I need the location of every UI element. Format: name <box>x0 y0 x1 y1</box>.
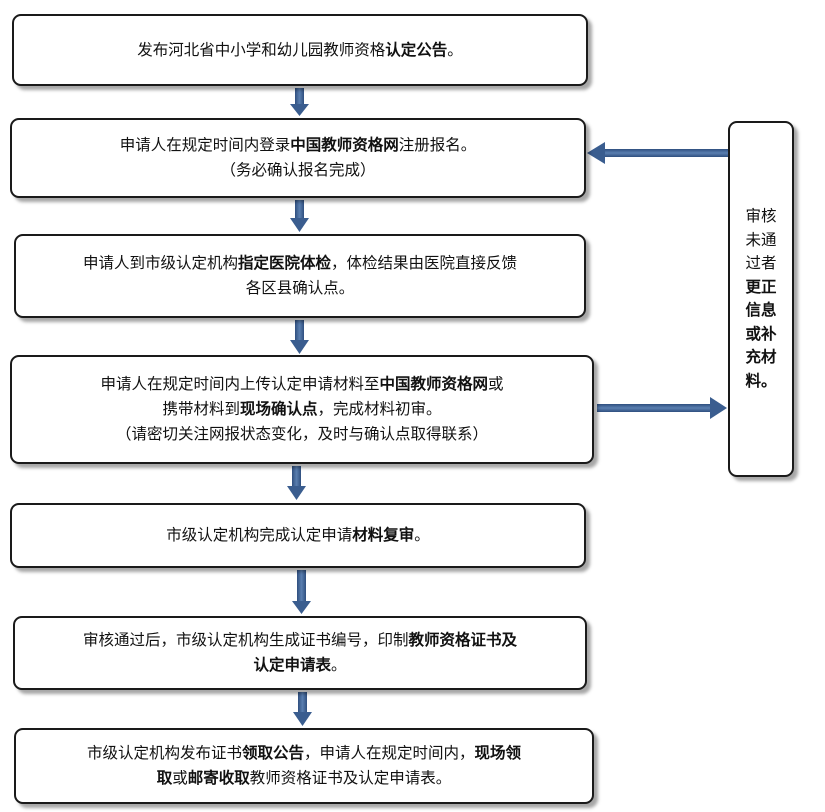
step-7-line-1-seg-4: 现场领 <box>474 744 522 762</box>
step-7-line-2-seg-2: 或 <box>172 769 188 787</box>
step-4-line-1-seg-3: 或 <box>488 375 504 393</box>
step-6-line-1-seg-1: 审核通过后，市级认定机构生成证书编号，印制 <box>82 631 409 649</box>
step-7-line-2: 取或邮寄收取教师资格证书及认定申请表。 <box>157 766 452 791</box>
step-2-line-1-seg-2: 中国教师资格网 <box>290 136 399 154</box>
step-6-line-2-seg-2: 。 <box>331 656 347 674</box>
step-1-line-1: 发布河北省中小学和幼儿园教师资格认定公告。 <box>137 38 463 63</box>
review-failed-line-6: 或补 <box>745 324 777 343</box>
step-3-line-1-seg-2: 指定医院体检 <box>237 254 331 272</box>
review-failed-line-5: 信息 <box>745 301 777 319</box>
step-box-2: 申请人在规定时间内登录中国教师资格网注册报名。 （务必确认报名完成） <box>10 118 586 198</box>
step-3-line-2: 各区县确认点。 <box>246 276 355 301</box>
step-7-line-2-seg-4: 教师资格证书及认定申请表。 <box>249 769 452 787</box>
step-4-line-1: 申请人在规定时间内上传认定申请材料至中国教师资格网或 <box>100 372 503 397</box>
step-6-line-1: 审核通过后，市级认定机构生成证书编号，印制教师资格证书及 <box>83 628 517 653</box>
step-3-line-1-seg-3: ，体检结果由医院直接反馈 <box>331 254 518 272</box>
step-3-line-1-seg-1: 申请人到市级认定机构 <box>82 254 238 272</box>
review-failed-line-3: 过者 <box>745 254 777 272</box>
step-5-line-1-seg-1: 市级认定机构完成认定申请 <box>166 526 353 544</box>
step-3-line-1: 申请人到市级认定机构指定医院体检，体检结果由医院直接反馈 <box>83 251 517 276</box>
review-failed-line-4: 更正 <box>745 277 777 296</box>
step-5-line-1-seg-3: 。 <box>414 526 430 544</box>
step-2-line-2-seg-1: （务必确认报名完成） <box>220 161 376 179</box>
step-4-line-1-seg-1: 申请人在规定时间内上传认定申请材料至 <box>100 375 380 393</box>
step-4-line-2-seg-3: ，完成材料初审。 <box>317 400 442 418</box>
step-7-line-2-seg-3: 邮寄收取 <box>187 769 250 787</box>
step-7-line-1-seg-2: 领取公告 <box>241 744 304 762</box>
step-1-line-1-seg-3: 。 <box>447 40 463 59</box>
review-failed-line-8: 料。 <box>745 371 777 390</box>
step-4-line-3: （请密切关注网报状态变化，及时与确认点取得联系） <box>116 422 488 447</box>
step-box-4: 申请人在规定时间内上传认定申请材料至中国教师资格网或携带材料到现场确认点，完成材… <box>10 355 594 464</box>
arrow-down-5 <box>292 570 311 614</box>
step-box-1: 发布河北省中小学和幼儿园教师资格认定公告。 <box>12 14 588 86</box>
step-box-7: 市级认定机构发布证书领取公告，申请人在规定时间内，现场领取或邮寄收取教师资格证书… <box>14 728 594 804</box>
arrow-right-to-review <box>597 397 727 419</box>
step-4-line-2: 携带材料到现场确认点，完成材料初审。 <box>162 397 441 422</box>
step-7-line-1-seg-3: ，申请人在规定时间内， <box>304 744 475 762</box>
arrow-down-3 <box>290 320 309 354</box>
step-2-line-2: （务必确认报名完成） <box>220 158 375 183</box>
step-5-line-1-seg-2: 材料复审 <box>352 526 415 544</box>
review-failed-box: 审核未通过者更正信息或补充材料。 <box>728 121 794 477</box>
step-3-line-2-seg-1: 各区县确认点。 <box>245 279 355 297</box>
step-4-line-1-seg-2: 中国教师资格网 <box>379 375 488 393</box>
step-6-line-1-seg-2: 教师资格证书及 <box>408 631 518 649</box>
step-1-line-1-seg-2: 认定公告 <box>385 40 448 59</box>
arrow-down-2 <box>290 200 309 232</box>
step-7-line-1: 市级认定机构发布证书领取公告，申请人在规定时间内，现场领 <box>87 741 521 766</box>
step-7-line-2-seg-1: 取 <box>156 769 173 787</box>
arrow-down-1 <box>290 88 309 116</box>
step-1-line-1-seg-1: 发布河北省中小学和幼儿园教师资格 <box>137 40 386 59</box>
step-2-line-1-seg-1: 申请人在规定时间内登录 <box>119 136 291 154</box>
arrow-left-back-to-register <box>587 142 728 164</box>
review-failed-line-1: 审核 <box>745 207 777 225</box>
step-box-5: 市级认定机构完成认定申请材料复审。 <box>10 503 586 568</box>
step-4-line-3-seg-1: （请密切关注网报状态变化，及时与确认点取得联系） <box>115 425 488 443</box>
step-7-line-1-seg-1: 市级认定机构发布证书 <box>86 744 242 762</box>
step-2-line-1-seg-3: 注册报名。 <box>398 136 477 154</box>
step-2-line-1: 申请人在规定时间内登录中国教师资格网注册报名。 <box>120 133 477 158</box>
step-6-line-2-seg-1: 认定申请表 <box>253 656 331 674</box>
step-box-6: 审核通过后，市级认定机构生成证书编号，印制教师资格证书及认定申请表。 <box>13 616 587 690</box>
review-failed-line-2: 未通 <box>745 230 777 249</box>
arrow-down-6 <box>293 692 312 726</box>
arrow-down-4 <box>287 466 306 500</box>
step-6-line-2: 认定申请表。 <box>253 653 346 678</box>
step-5-line-1: 市级认定机构完成认定申请材料复审。 <box>166 523 430 548</box>
step-box-3: 申请人到市级认定机构指定医院体检，体检结果由医院直接反馈各区县确认点。 <box>14 234 586 318</box>
review-failed-line-7: 充材 <box>745 348 777 366</box>
step-4-line-2-seg-1: 携带材料到 <box>162 400 240 418</box>
step-4-line-2-seg-2: 现场确认点 <box>239 400 318 418</box>
